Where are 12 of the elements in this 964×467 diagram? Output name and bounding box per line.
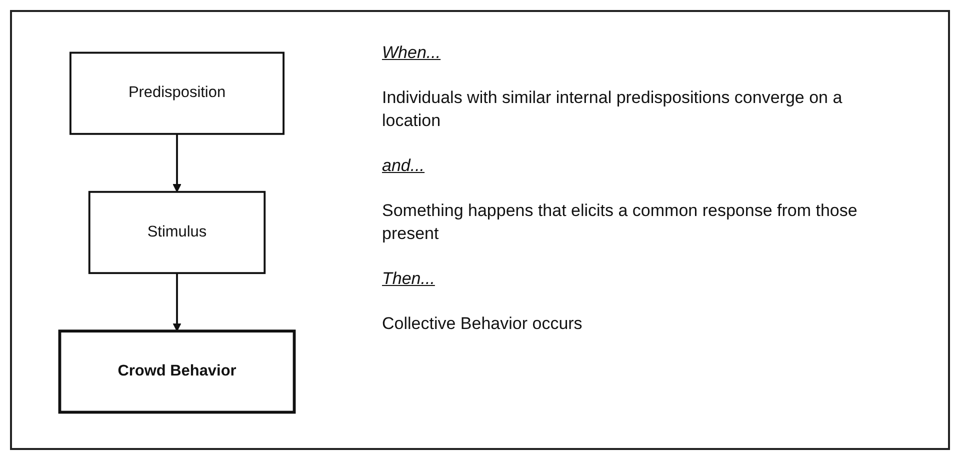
flowchart: Predisposition Stimulus Crowd Behavior	[52, 44, 302, 420]
node-box	[69, 51, 285, 134]
description-text: Individuals with similar internal predispositions converge on a location	[382, 86, 844, 132]
arrow	[172, 272, 182, 331]
description-text: Something happens that elicits a common response from those present	[382, 200, 858, 245]
condition-heading: and...	[382, 154, 426, 177]
node-box	[58, 329, 296, 414]
description-text: Collective Behavior occurs	[382, 312, 584, 335]
arrow	[172, 133, 182, 192]
condition-heading: When...	[382, 42, 442, 64]
node-box	[88, 190, 266, 274]
condition-heading: Then...	[382, 268, 436, 290]
